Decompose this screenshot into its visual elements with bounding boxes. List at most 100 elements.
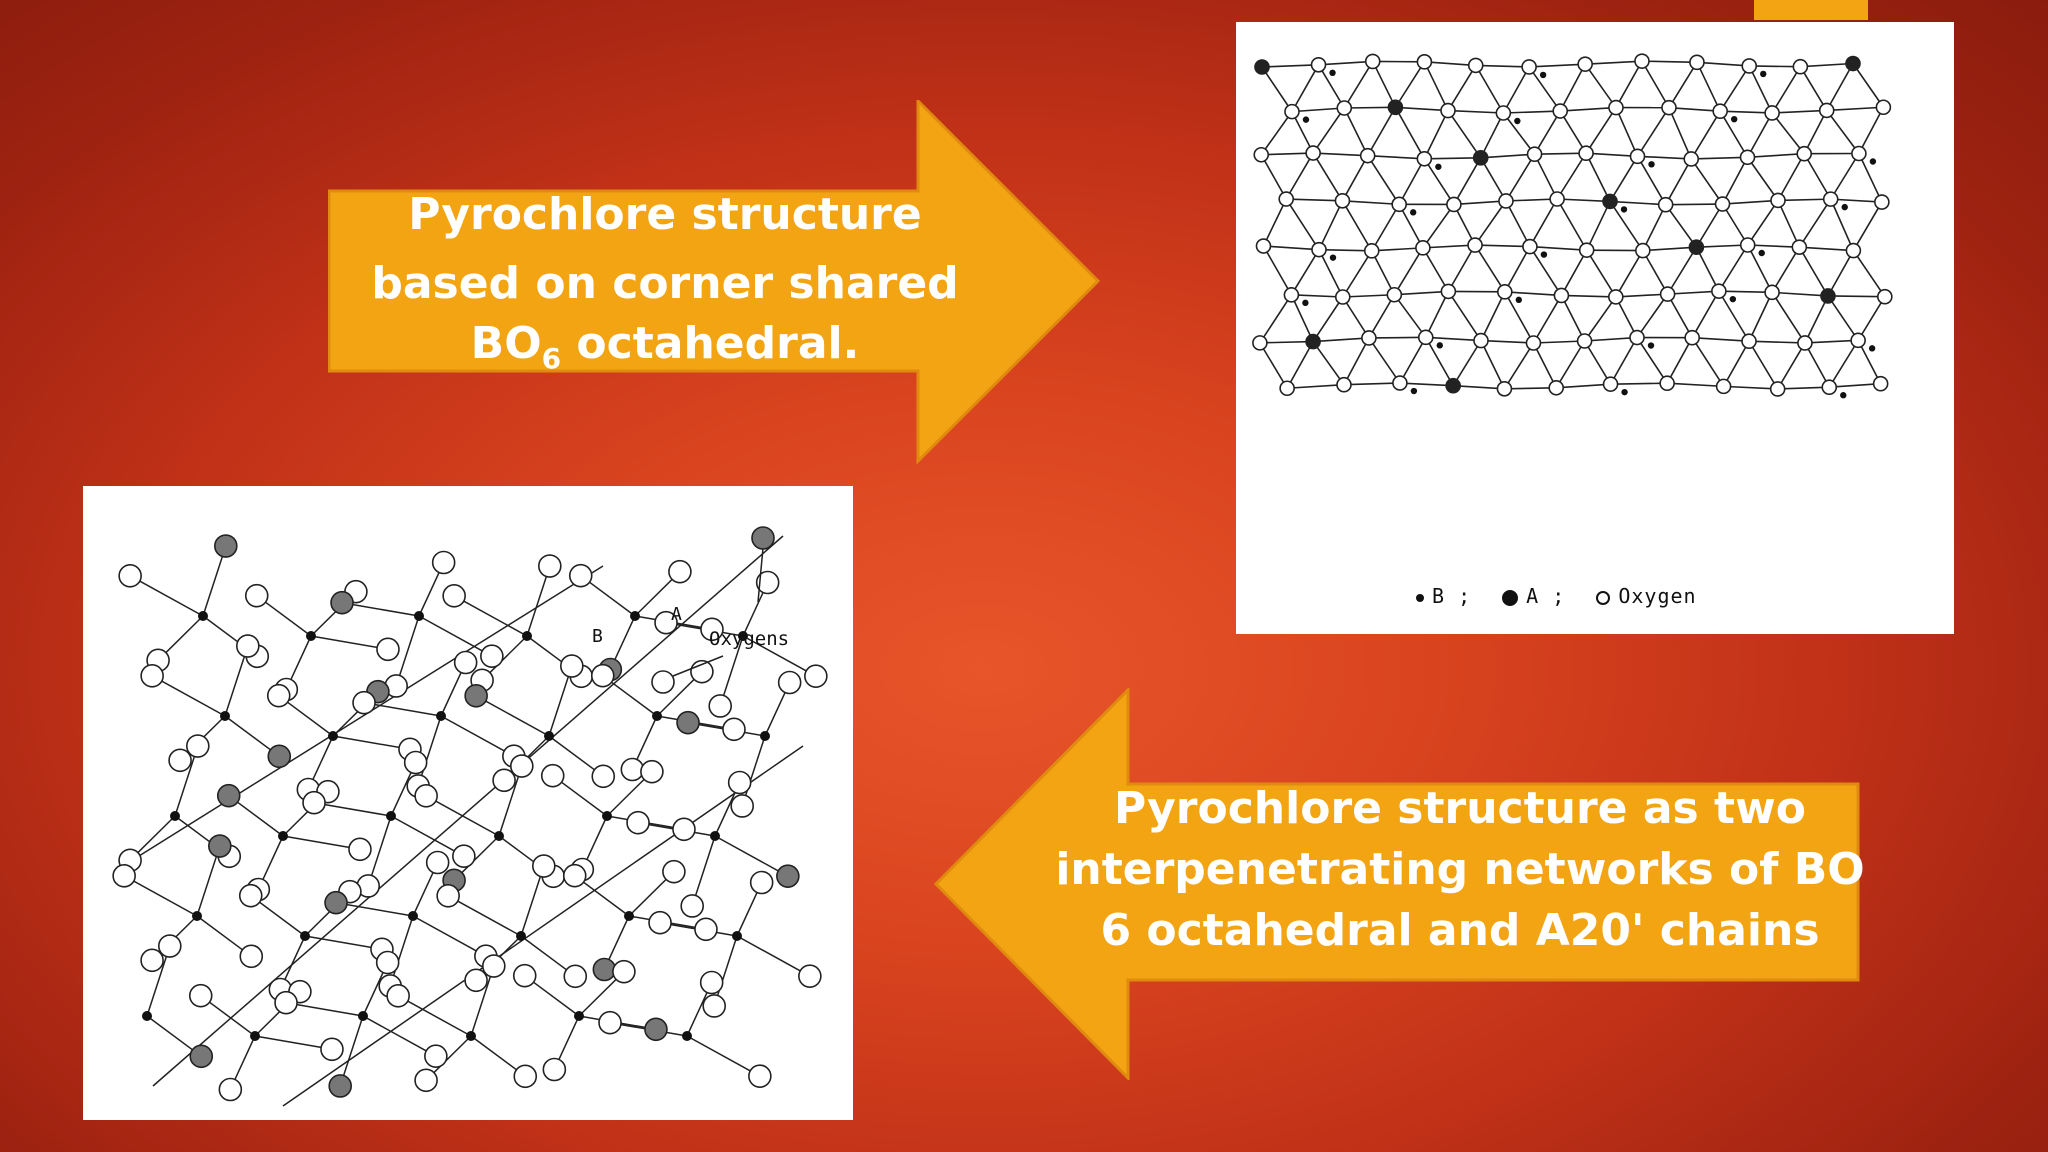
oxygen-atom [1818,102,1835,119]
oxygen-atom [1278,191,1295,207]
lattice-edge [1585,60,1643,65]
lattice-edge [1529,246,1563,296]
lattice-edge [1747,244,1773,293]
oxygen-atom [1712,103,1728,119]
oxygen-atom [568,563,593,588]
lattice-edge [1609,155,1639,202]
lattice-edge [1583,296,1617,342]
oxygen-atom [1549,191,1565,207]
top-arrow-line1: Pyrochlore structure [408,189,922,240]
lattice-edge [1748,340,1779,390]
oxygen-atom [239,944,264,969]
b-site-atom [1514,117,1521,125]
b-site-atom [1435,163,1442,170]
b-site-atom [220,711,230,721]
oxygen-atom [1578,242,1595,258]
oxygen-atom [1279,380,1295,397]
lattice-edge [1367,155,1400,205]
b-site-atom [1540,251,1548,258]
oxygen-atom [700,617,724,642]
top-arrow-text: Pyrochlore structure based on corner sha… [370,178,960,389]
lattice-edge [1504,291,1562,297]
oxygen-atom [1608,289,1624,305]
lattice-edge [1556,198,1588,251]
lattice-edge [1368,294,1396,339]
b-site-atom [1840,392,1847,399]
lattice-edge [1665,203,1723,206]
lattice-edge [1533,340,1585,344]
lattice-edge [1480,340,1506,390]
b-site-atom [1841,203,1848,211]
oxygen-atom [1473,332,1489,349]
lattice-edge [1559,110,1587,154]
lattice-edge [1262,198,1287,247]
oxygen-atom [1657,196,1674,213]
oxygen-atom [513,1064,538,1089]
b-site-atom [1729,295,1737,303]
b-site-atom [328,731,338,741]
lattice-edge [1313,152,1368,157]
lattice-edge [1719,110,1749,158]
lattice-edge [1857,296,1886,341]
oxygen-atom [1467,237,1483,253]
oxygen-atom [1361,330,1377,346]
lattice-edge [1771,112,1805,155]
b-site-atom [408,911,418,921]
oxygen-atom [1525,335,1542,351]
lattice-edge [1398,203,1424,249]
lattice-edge [1609,200,1666,206]
lattice-edge [1371,250,1396,296]
lattice-edge [1718,244,1749,292]
b-site-atom [574,1011,584,1021]
lattice-edge [1399,336,1427,384]
oxygen-atom [1764,105,1780,121]
a-site-atom [216,783,241,808]
oxygen-atom [1764,284,1780,301]
bond-line [440,715,515,757]
oxygen-atom [140,948,164,973]
oxygen-atom [1284,103,1300,120]
oxygen-atom [1711,283,1727,299]
b-site-atom [1409,209,1417,216]
lattice-edge [1666,293,1693,339]
oxygen-atom [1845,242,1862,259]
lattice-edge [1615,60,1643,108]
lattice-edge [1259,294,1293,344]
lattice-edge [1615,107,1639,157]
b-site-atom [1760,70,1767,78]
lattice-edge [1747,152,1805,159]
lattice-edge [1691,337,1725,387]
b-site-atom [602,811,612,821]
lattice-edge [1826,63,1854,111]
oxygen-atom [1792,58,1809,75]
oxygen-atom [118,564,142,588]
b-site-atom [250,1031,260,1041]
lattice-edge [1475,65,1505,114]
oxygen-atom [620,757,645,782]
lattice-edge [1642,246,1697,252]
bond-line [254,1035,333,1051]
oxygen-atom [1391,196,1407,213]
left-arrow-shape [934,688,1860,1080]
lattice-edge [1423,158,1455,205]
oxygen-atom [708,694,732,718]
lattice-edge [1286,198,1343,202]
lattice-edge [1260,154,1287,200]
lattice-edge [1830,153,1860,200]
lattice-edge [1503,110,1561,114]
lattice-edge [1827,295,1885,298]
lattice-edge [1747,199,1779,246]
b-site-atom [494,831,504,841]
oxygen-atom [244,583,269,608]
oxygen-atom [512,963,537,988]
oxygen-atom [542,1057,567,1082]
lattice-edge [1803,110,1828,155]
top-arrow-bo: BO [470,318,542,369]
a-site-atom [644,1017,668,1042]
oxygen-atom [218,1077,243,1102]
oxygen-atom [1608,99,1624,116]
oxygen-atom [1769,381,1786,397]
oxygen-atom [431,550,456,575]
lattice-edge [1343,107,1369,157]
lattice-edge [1341,155,1369,202]
